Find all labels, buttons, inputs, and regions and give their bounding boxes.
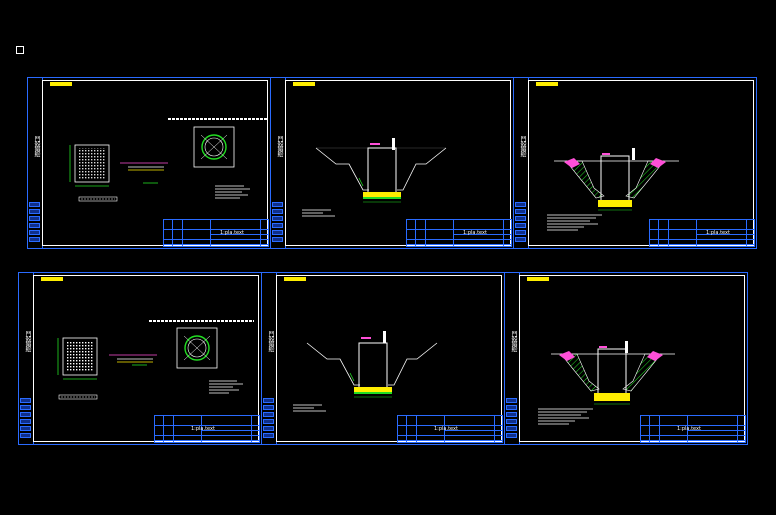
- drawing-sheet-3[interactable]: 鬥殼娟絵: [513, 77, 757, 249]
- plan-drawing: [57, 320, 254, 400]
- title-block: 1:pla.text: [640, 415, 746, 443]
- title-block-scale: 1:pla.text: [434, 426, 458, 432]
- sheet-inner-border: [528, 80, 754, 246]
- sheet-inner-border: [285, 80, 511, 246]
- sheet-strip-label: 鬥殼娟絵: [519, 136, 526, 156]
- title-block-scale: 1:pla.text: [191, 426, 215, 432]
- drawing-sheet-4[interactable]: 鬥殼娟絵: [18, 272, 262, 445]
- sheet-strip-label: 鬥殼娟絵: [33, 136, 40, 156]
- title-block: 1:pla.text: [397, 415, 503, 443]
- title-block: 1:pla.text: [163, 219, 269, 247]
- hatched-section-drawing: [547, 148, 679, 231]
- title-block-scale: 1:pla.text: [220, 230, 244, 236]
- drawing-sheet-1[interactable]: 鬥殼娟絵: [27, 77, 271, 249]
- drawing-sheet-2[interactable]: 鬥殼娟絵 1:pla.text: [270, 77, 514, 249]
- title-block: 1:pla.text: [406, 219, 512, 247]
- title-block: 1:pla.text: [649, 219, 755, 247]
- sheet-tag: [293, 82, 315, 86]
- title-block-scale: 1:pla.text: [463, 230, 487, 236]
- title-block-scale: 1:pla.text: [677, 426, 701, 432]
- sheet-strip-label: 鬥殼娟絵: [267, 331, 274, 351]
- sheet-tag: [527, 277, 549, 281]
- sheet-tag: [284, 277, 306, 281]
- sheet-tag: [50, 82, 72, 86]
- sheet-inner-border: [276, 275, 502, 442]
- title-block-scale: 1:pla.text: [706, 230, 730, 236]
- sheet-strip-label: 鬥殼娟絵: [510, 331, 517, 351]
- drawing-sheet-6[interactable]: 鬥殼娟絵: [504, 272, 748, 445]
- sheet-strip-label: 鬥殼娟絵: [24, 331, 31, 351]
- sheet-inner-border: [519, 275, 745, 442]
- sheet-inner-border: [42, 80, 268, 246]
- sheet-tag: [41, 277, 63, 281]
- trench-section-drawing: [293, 331, 438, 412]
- ucs-square-icon: [16, 46, 24, 54]
- sheet-strip-label: 鬥殼娟絵: [276, 136, 283, 156]
- drawing-sheet-5[interactable]: 鬥殼娟絵 1:pla.text: [261, 272, 505, 445]
- sheet-inner-border: [33, 275, 259, 442]
- plan-drawing: [69, 118, 268, 202]
- sheet-tag: [536, 82, 558, 86]
- trench-section-drawing: [302, 138, 447, 217]
- title-block: 1:pla.text: [154, 415, 260, 443]
- hatched-section-drawing: [538, 341, 675, 425]
